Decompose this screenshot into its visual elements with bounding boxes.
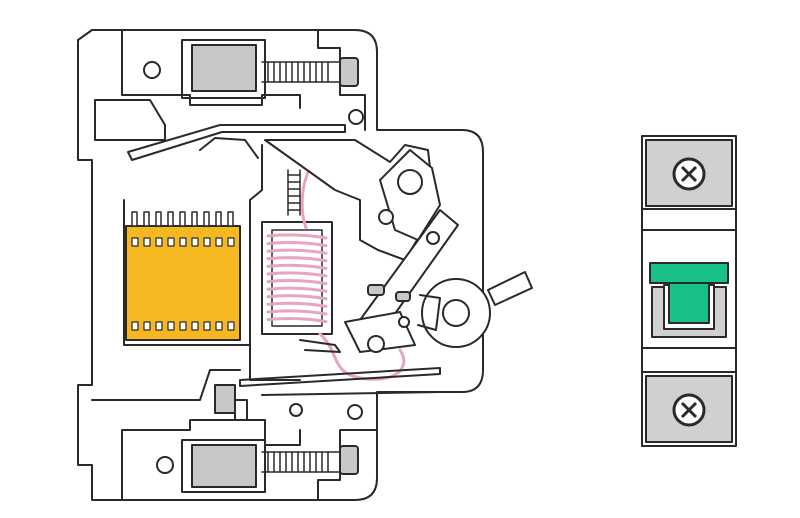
coil-turn	[266, 309, 328, 316]
arc-chute-fin	[143, 211, 150, 227]
latch-link	[344, 311, 416, 353]
arc-chute-slot-bottom	[191, 321, 199, 331]
arc-chute-slot-bottom	[203, 321, 211, 331]
bottom-inner-wall	[91, 369, 301, 501]
handle-hub-notch	[417, 294, 441, 331]
coil-turn	[266, 248, 328, 255]
coil-turn	[266, 233, 328, 240]
arc-chute-slot-bottom	[155, 321, 163, 331]
arc-chute-slot-top	[203, 237, 211, 247]
arc-chute-slot-top	[179, 237, 187, 247]
arc-chute-fin	[155, 211, 162, 227]
arc-chute-slot-top	[215, 237, 223, 247]
latch-link-pin	[367, 335, 385, 353]
coil-turn	[266, 240, 328, 248]
top-rivet-right	[348, 109, 364, 125]
latch-link-pin-2	[398, 316, 410, 328]
moving-contact-tip	[367, 284, 385, 296]
arc-chute-fins	[131, 211, 234, 227]
arc-chute-slot-bottom	[215, 321, 223, 331]
arc-chute-slot-bottom	[167, 321, 175, 331]
arc-chute-slot-top	[143, 237, 151, 247]
arc-chute-fin	[203, 211, 210, 227]
arc-chute-slot-top	[155, 237, 163, 247]
bimetal-strip-upper	[299, 339, 341, 353]
arc-chute-fin	[191, 211, 198, 227]
bimetal-strip-lower	[261, 391, 441, 396]
handle-lever	[487, 271, 533, 306]
contact-arm-pin	[426, 231, 440, 245]
arc-chute-slots-bottom	[131, 321, 235, 331]
bottom-screw-x-icon	[680, 401, 698, 419]
coil-turn	[266, 271, 328, 278]
top-screw-x-icon	[680, 165, 698, 183]
toggle-handle-body	[668, 282, 710, 324]
coil-turn	[266, 278, 328, 286]
coil-turn	[266, 263, 328, 270]
arc-chute-fin	[215, 211, 222, 227]
arc-chute	[125, 211, 241, 341]
arc-chute-fin	[227, 211, 234, 227]
arc-chute-slot-top	[191, 237, 199, 247]
coil-turn	[266, 301, 328, 308]
top-left-cavity	[94, 99, 166, 141]
top-terminal-spring	[261, 61, 341, 83]
center-partition	[249, 144, 301, 381]
bottom-rivet-left	[156, 456, 174, 474]
breaker-cutaway-view	[77, 29, 533, 501]
coil-turn	[266, 286, 328, 293]
toggle-handle-top	[649, 262, 729, 284]
bottom-screw-column	[214, 384, 236, 414]
rail-hook	[199, 137, 259, 159]
arc-chute-slot-bottom	[227, 321, 235, 331]
bottom-right-wall	[317, 429, 378, 501]
top-terminal-block	[191, 44, 257, 92]
lever-pivot-small	[378, 209, 394, 225]
top-rivet-left	[143, 61, 161, 79]
coil-turn	[266, 256, 328, 263]
top-terminal-screw-head	[339, 57, 359, 87]
top-contact-rail	[127, 124, 346, 161]
fixed-contact-tip	[395, 291, 411, 302]
handle-hub-inner	[442, 299, 470, 327]
bottom-terminal-block	[191, 444, 257, 488]
arc-chute-slot-top	[167, 237, 175, 247]
trip-lever-pivot	[397, 169, 423, 195]
breaker-front-view	[641, 135, 737, 447]
bottom-terminal-frame	[181, 439, 266, 493]
top-terminal-frame	[181, 39, 266, 99]
arc-chute-slot-bottom	[131, 321, 139, 331]
coil-turn	[266, 294, 328, 301]
top-inner-wall	[121, 29, 301, 109]
coil-windings	[266, 233, 328, 324]
arc-chute-slot-bottom	[143, 321, 151, 331]
arc-chute-slot-top	[131, 237, 139, 247]
bottom-screw-column-2	[234, 399, 248, 421]
arc-chute-slot-bottom	[179, 321, 187, 331]
arc-chute-fin	[179, 211, 186, 227]
coil-return-spring	[287, 169, 301, 216]
bottom-rivet-right	[347, 404, 363, 420]
bottom-terminal-screw-head	[339, 445, 359, 475]
arc-chute-slots-top	[131, 237, 235, 247]
arc-chute-slot-top	[227, 237, 235, 247]
coil-turn	[266, 316, 328, 324]
bottom-terminal-spring	[261, 451, 341, 473]
bimetal-strip	[239, 367, 441, 387]
arc-chute-fin	[131, 211, 138, 227]
bottom-rivet-mid	[289, 403, 303, 417]
arc-chute-fin	[167, 211, 174, 227]
